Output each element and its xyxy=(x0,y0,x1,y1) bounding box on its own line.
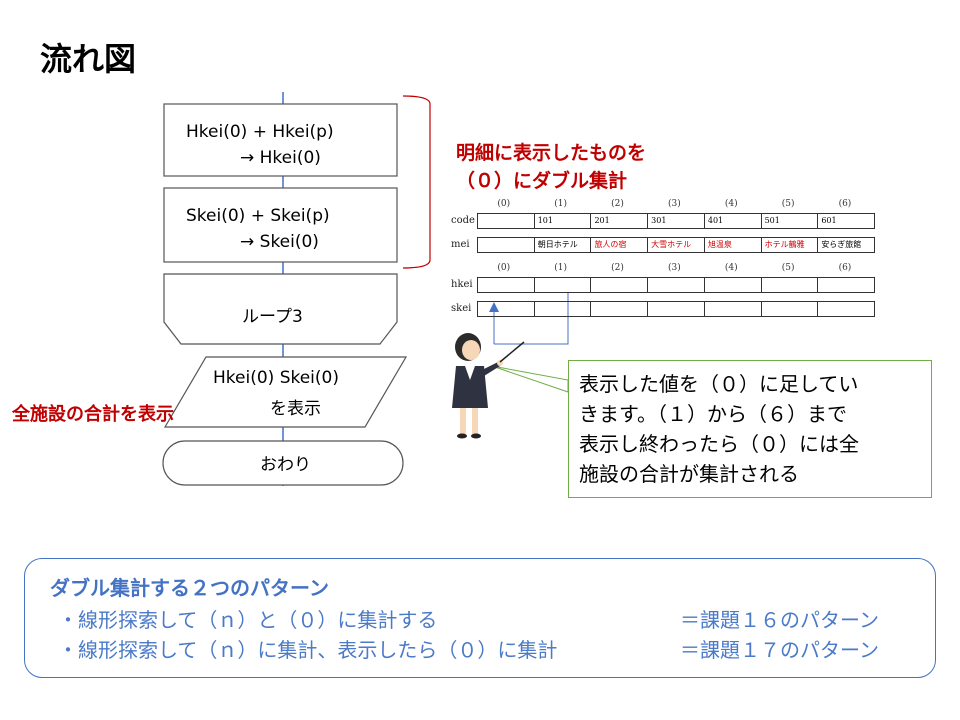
arrow-line-from-cell xyxy=(494,293,569,345)
bottom-index-6: (6) xyxy=(838,263,852,273)
summary-item1-result: ＝課題１６のパターン xyxy=(680,608,879,632)
skei-cell-4 xyxy=(703,302,761,316)
box1-line2: → Hkei(0) xyxy=(240,148,321,168)
process-box-hkei xyxy=(163,103,398,177)
mei-cell-6: 安らぎ旅館 xyxy=(817,238,874,252)
skei-cell-5 xyxy=(760,302,818,316)
explanation-note: 表示した値を（０）に足してい きます。（１）から（６）まで 表示し終わったら（０… xyxy=(568,360,932,498)
row-label-code: code xyxy=(451,215,475,226)
hkei-cell-1 xyxy=(533,278,591,292)
annotation-top-line1: 明細に表示したものを xyxy=(456,142,647,164)
top-index-3: (3) xyxy=(668,199,681,209)
top-index-1: (1) xyxy=(554,199,568,209)
top-index-6: (6) xyxy=(838,199,852,209)
note-line3: 表示し終わったら（０）には全 xyxy=(579,432,859,456)
top-index-0: (0) xyxy=(497,199,511,209)
code-cell-4: 401 xyxy=(703,214,761,228)
row-label-skei: skei xyxy=(451,303,472,314)
skei-cell-3 xyxy=(647,302,704,316)
skei-cell-2 xyxy=(590,302,647,316)
bottom-index-4: (4) xyxy=(724,263,738,273)
hkei-cell-4 xyxy=(703,278,761,292)
hkei-cell-5 xyxy=(760,278,818,292)
note-line4: 施設の合計が集計される xyxy=(579,462,799,486)
arrow-head-up xyxy=(489,302,499,312)
skei-cell-6 xyxy=(817,302,874,316)
top-index-4: (4) xyxy=(724,199,738,209)
row-label-mei: mei xyxy=(451,239,470,250)
box1-line1: Hkei(0) + Hkei(p) xyxy=(186,122,334,142)
summary-item2: ・線形探索して（ｎ）に集計、表示したら（０）に集計 xyxy=(58,638,558,662)
mei-cell-3: 大雪ホテル xyxy=(647,238,704,252)
mei-cell-5: ホテル鶴雅 xyxy=(760,238,818,252)
code-cell-2: 201 xyxy=(590,214,647,228)
mei-cell-1: 朝日ホテル xyxy=(533,238,591,252)
box2-line1: Skei(0) + Skei(p) xyxy=(186,206,330,226)
table-row-mei: 朝日ホテル旅人の宿大雪ホテル旭温泉ホテル鶴雅安らぎ旅館 xyxy=(477,237,875,253)
end-terminator xyxy=(162,440,404,486)
row-label-hkei: hkei xyxy=(451,279,473,290)
note-line2: きます。（１）から（６）まで xyxy=(579,402,847,426)
io-line2: を表示 xyxy=(270,399,321,419)
top-index-5: (5) xyxy=(781,199,795,209)
hkei-cell-6 xyxy=(817,278,874,292)
process-box-skei xyxy=(163,187,398,263)
top-index-2: (2) xyxy=(611,199,624,209)
hkei-cell-3 xyxy=(647,278,704,292)
loop-label: ループ3 xyxy=(242,307,303,327)
note-line1: 表示した値を（０）に足してい xyxy=(579,372,859,396)
io-parallelogram xyxy=(163,356,408,428)
table-row-hkei xyxy=(477,277,875,293)
red-bracket xyxy=(402,95,431,269)
annotation-top-line2: （０）にダブル集計 xyxy=(456,170,628,192)
io-line1: Hkei(0) Skei(0) xyxy=(213,368,339,388)
skei-cell-1 xyxy=(533,302,591,316)
summary-heading: ダブル集計する２つのパターン xyxy=(50,576,329,600)
hkei-cell-2 xyxy=(590,278,647,292)
summary-item1: ・線形探索して（ｎ）と（０）に集計する xyxy=(58,608,438,632)
mei-cell-2: 旅人の宿 xyxy=(590,238,647,252)
code-cell-1: 101 xyxy=(533,214,591,228)
callout-pointer xyxy=(491,365,569,393)
skei-cell-0 xyxy=(478,302,534,316)
summary-box xyxy=(24,558,936,678)
presenter-icon xyxy=(452,333,525,439)
bottom-index-5: (5) xyxy=(781,263,795,273)
loop-end-shape xyxy=(163,273,398,345)
hkei-cell-0 xyxy=(478,278,534,292)
code-cell-0 xyxy=(478,214,534,228)
bottom-index-3: (3) xyxy=(668,263,681,273)
summary-item2-result: ＝課題１７のパターン xyxy=(680,638,879,662)
bottom-index-1: (1) xyxy=(554,263,568,273)
mei-cell-4: 旭温泉 xyxy=(703,238,761,252)
end-label: おわり xyxy=(260,455,311,475)
annotation-left: 全施設の合計を表示 xyxy=(12,404,174,425)
code-cell-3: 301 xyxy=(647,214,704,228)
table-row-skei xyxy=(477,301,875,317)
code-cell-6: 601 xyxy=(817,214,874,228)
bottom-index-2: (2) xyxy=(611,263,624,273)
page-title: 流れ図 xyxy=(40,40,137,78)
mei-cell-0 xyxy=(478,238,534,252)
box2-line2: → Skei(0) xyxy=(240,232,319,252)
bottom-index-0: (0) xyxy=(497,263,511,273)
code-cell-5: 501 xyxy=(760,214,818,228)
